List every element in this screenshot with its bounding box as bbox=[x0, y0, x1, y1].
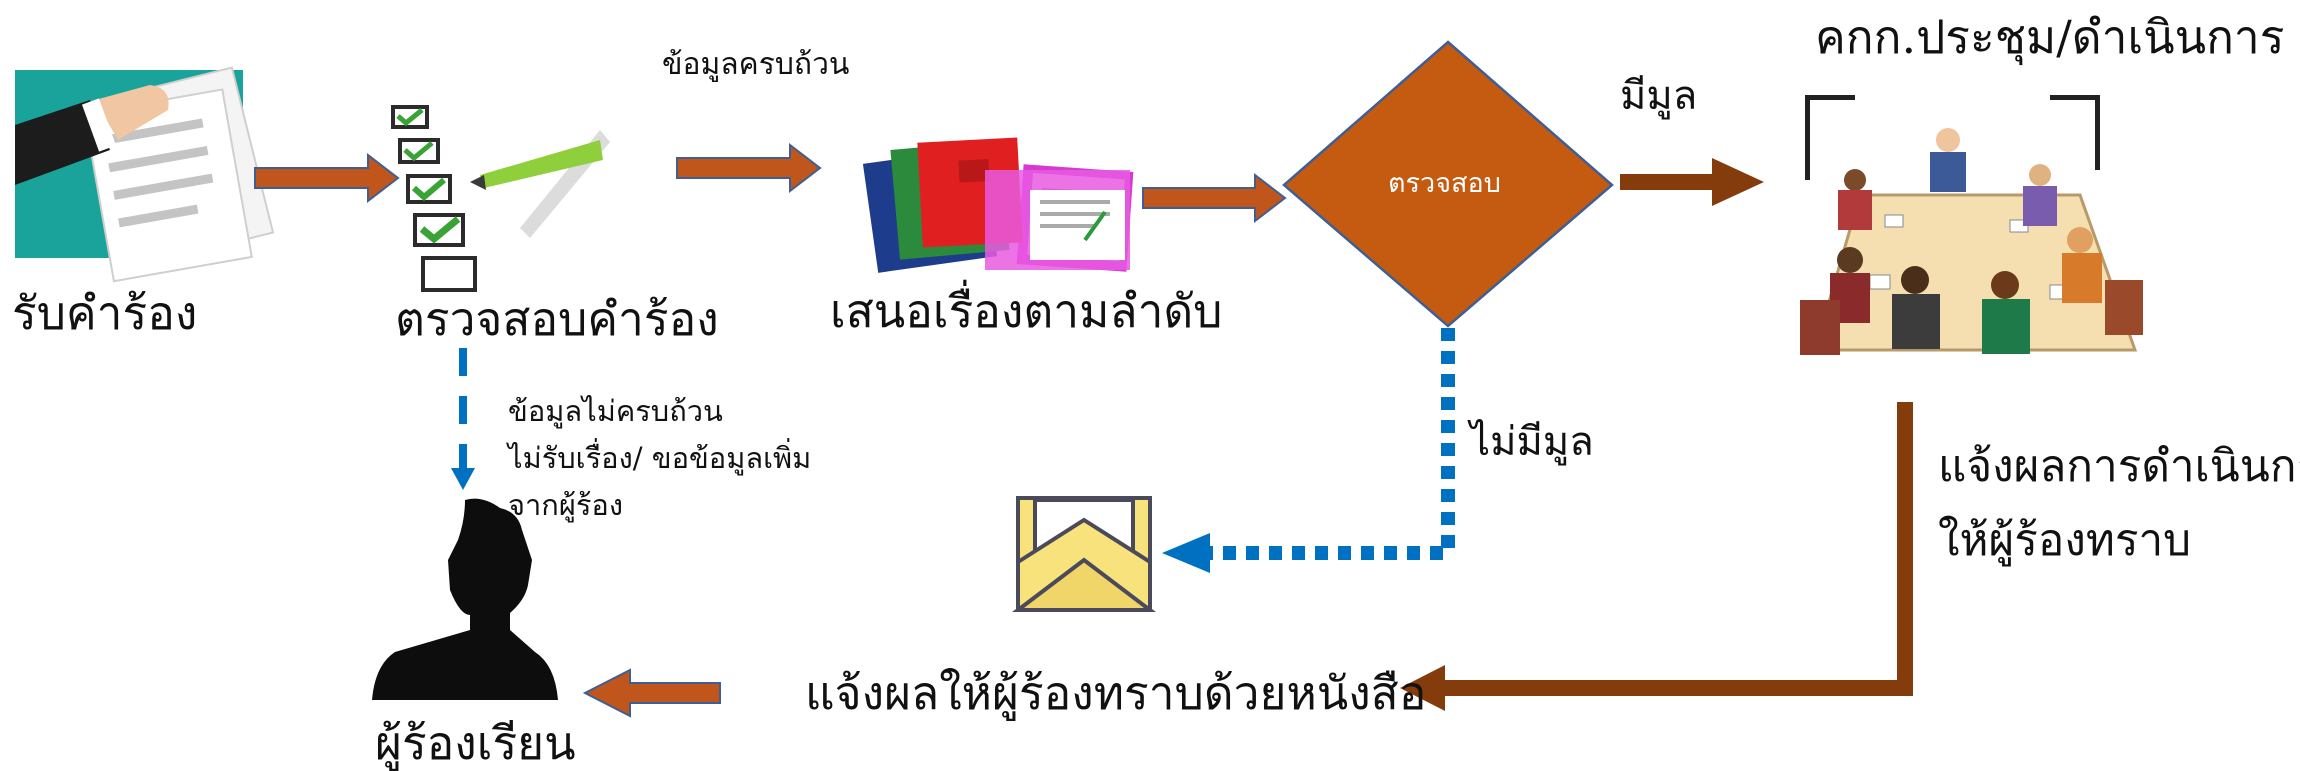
step-committee-label: คกก.ประชุม/ดำเนินการ bbox=[1815, 10, 2285, 64]
edge-notify-result-line-2: ให้ผู้ร้องทราบ bbox=[1938, 515, 2192, 566]
edge-notify-result-line-1: แจ้งผลการดำเนินการ bbox=[1938, 441, 2300, 492]
person-silhouette-icon bbox=[372, 498, 558, 700]
step-receive-label: รับคำร้อง bbox=[12, 286, 198, 340]
step-present-label: เสนอเรื่องตามลำดับ bbox=[830, 284, 1223, 338]
step-check-request-label: ตรวจสอบคำร้อง bbox=[395, 292, 719, 346]
edge-has-grounds-label: มีมูล bbox=[1620, 73, 1698, 119]
checklist-icon bbox=[391, 105, 610, 292]
arrow-check-to-complainant-dashed bbox=[451, 348, 475, 490]
arrow-receive-to-check bbox=[254, 152, 400, 204]
arrow-decision-to-committee bbox=[1620, 158, 1764, 206]
decision-diamond bbox=[1282, 40, 1614, 328]
edge-incomplete-line-1: ข้อมูลไม่ครบถ้วน bbox=[508, 394, 723, 428]
edge-notify-letter-label: แจ้งผลให้ผู้ร้องทราบด้วยหนังสือ bbox=[805, 666, 1427, 720]
folders-icon bbox=[862, 137, 1134, 273]
arrow-decision-to-envelope-dotted bbox=[1162, 328, 1455, 573]
hand-document-icon bbox=[15, 66, 275, 283]
decision-label: ตรวจสอบ bbox=[1388, 168, 1501, 199]
edge-no-grounds-label: ไม่มีมูล bbox=[1470, 419, 1594, 465]
arrow-letter-to-complainant bbox=[582, 668, 721, 718]
edge-notify-result-note: แจ้งผลการดำเนินการ ให้ผู้ร้องทราบ bbox=[1938, 430, 2300, 578]
arrow-check-to-present bbox=[676, 142, 822, 194]
envelope-icon bbox=[1012, 496, 1156, 612]
meeting-icon bbox=[1800, 95, 2143, 355]
edge-incomplete-line-2: ไม่รับเรื่อง/ ขอข้อมูลเพิ่ม bbox=[508, 441, 812, 475]
arrow-present-to-decision bbox=[1142, 172, 1287, 224]
edge-complete-label: ข้อมูลครบถ้วน bbox=[662, 47, 850, 82]
arrow-committee-to-letter bbox=[1400, 402, 1913, 711]
edge-incomplete-note: ข้อมูลไม่ครบถ้วน ไม่รับเรื่อง/ ขอข้อมูลเ… bbox=[508, 388, 811, 529]
edge-incomplete-line-3: จากผู้ร้อง bbox=[508, 488, 623, 522]
step-complainant-label: ผู้ร้องเรียน bbox=[375, 716, 576, 770]
